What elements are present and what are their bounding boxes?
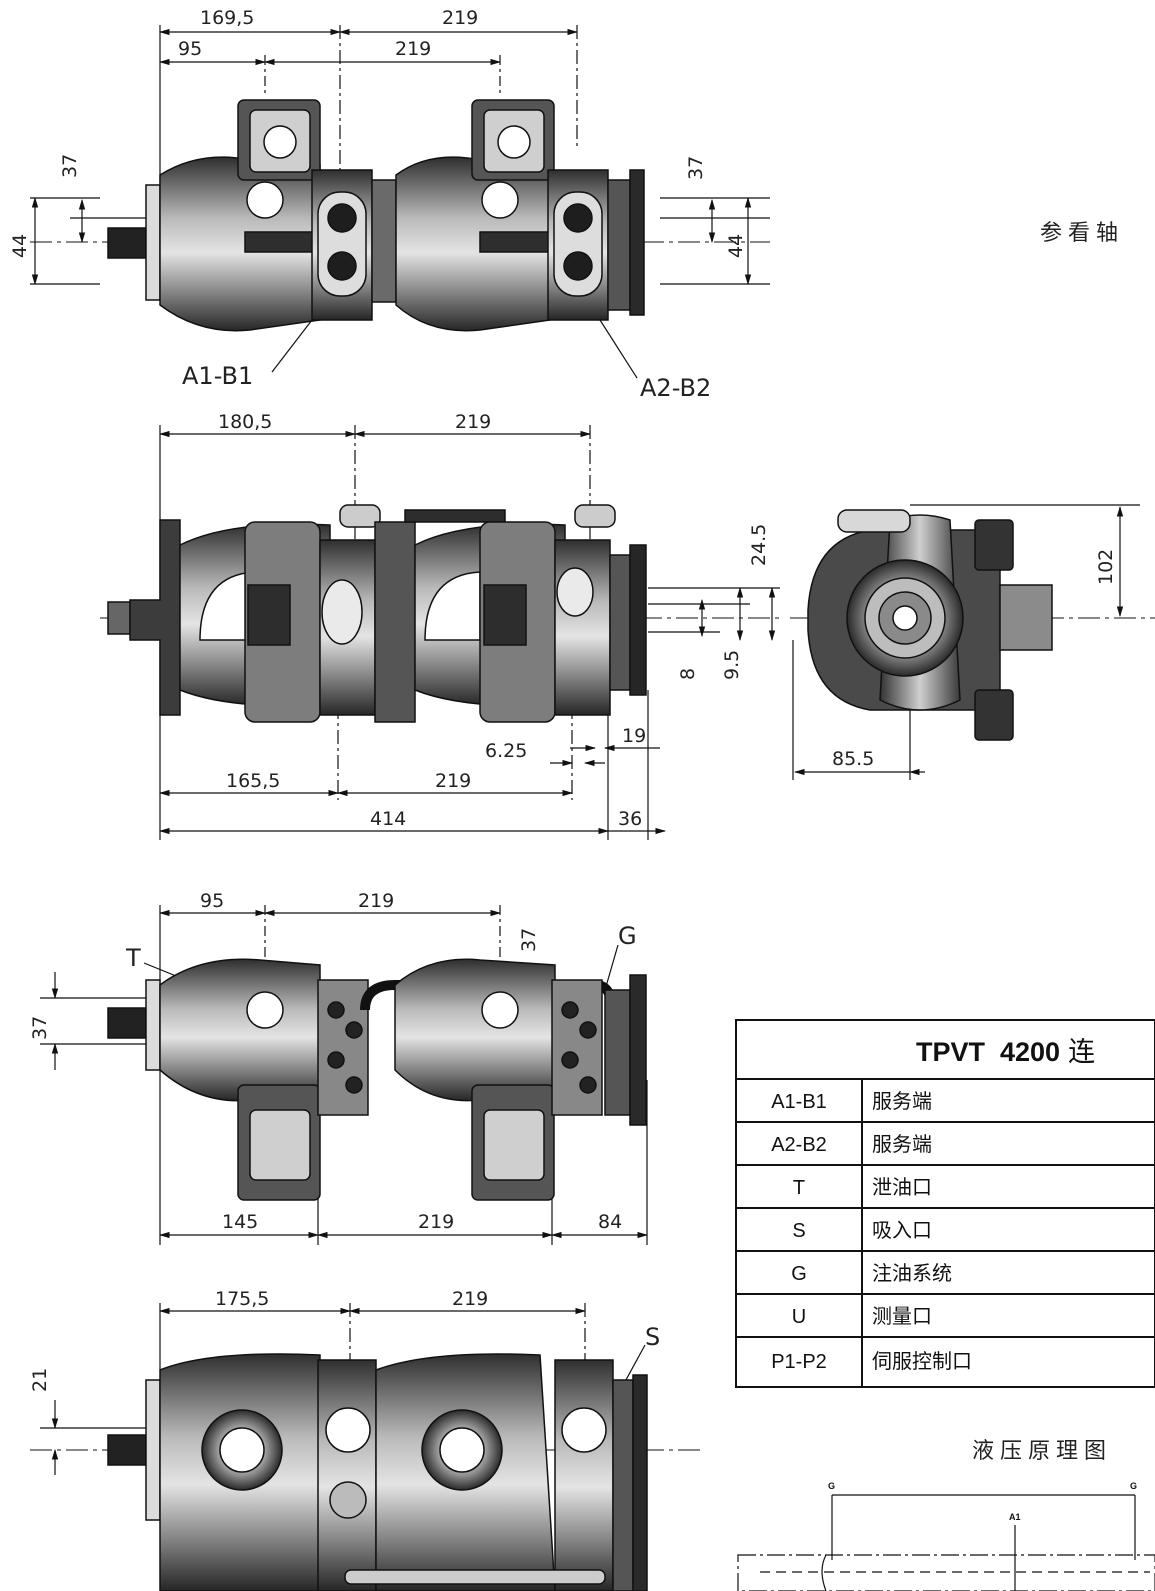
schematic-label-a1: A1 [1009,1512,1021,1522]
table-title-code: TPVT 4200 [916,1037,1060,1067]
bottom-view-labels: 95 219 37 37 145 219 84 T G [29,890,637,1233]
callout-a2-b2: A2-B2 [640,374,711,402]
section-view-labels: 175,5 219 21 S [29,1288,660,1392]
section-view-body [107,1353,648,1591]
dim-169-5: 169,5 [200,7,254,29]
hydraulic-schematic: 液压原理图 G A1 G [737,1439,1155,1591]
table-cell-desc: 伺服控制口 [872,1350,972,1373]
dim-219-top-2: 219 [395,38,431,60]
table-title-suffix: 连 [1068,1037,1095,1067]
port-table: TPVT 4200 连 A1-B1 服务端 A2-B2 服务端 T 泄油口 S 吸… [735,1019,1155,1388]
dim-175-5: 175,5 [215,1288,269,1310]
dim-95-top: 95 [178,38,202,60]
table-cell-code: S [792,1220,805,1242]
dim-180-5: 180,5 [218,411,272,433]
dim-145: 145 [222,1211,258,1233]
table-cell-desc: 服务端 [872,1090,932,1113]
dim-37-bottom-left: 37 [29,1016,51,1040]
dim-19: 19 [622,725,646,747]
end-view-body [807,509,1053,741]
schematic-label-g-left: G [828,1481,835,1491]
dim-37-right: 37 [685,156,707,180]
dim-219-bottom: 219 [358,890,394,912]
table-cell-desc: 吸入口 [872,1220,932,1242]
callout-s: S [645,1323,660,1351]
dim-84: 84 [598,1211,622,1233]
end-view-labels: 102 85.5 [832,549,1117,770]
table-cell-desc: 服务端 [872,1133,932,1156]
bottom-view-body [107,958,647,1201]
callout-t: T [125,944,141,972]
dim-165-5: 165,5 [226,770,280,792]
dim-24-5: 24.5 [748,524,770,566]
dim-6-25: 6.25 [485,740,527,762]
dim-36: 36 [618,808,642,830]
schematic-title: 液压原理图 [972,1439,1112,1464]
table-cell-code: T [793,1177,805,1199]
table-cell-code: G [791,1263,807,1285]
dim-95-bottom: 95 [200,890,224,912]
table-cell-code: A1-B1 [771,1091,827,1113]
table-title: TPVT 4200 连 [916,1037,1095,1067]
dim-37-left: 37 [59,154,81,178]
dim-85-5: 85.5 [832,748,874,770]
dim-8: 8 [677,668,699,680]
dim-219-front-2: 219 [435,770,471,792]
dim-219-front: 219 [455,411,491,433]
table-cell-desc: 测量口 [872,1305,932,1328]
table-cell-desc: 注油系统 [872,1262,952,1285]
table-cell-code: P1-P2 [771,1351,827,1373]
table-cell-desc: 泄油口 [872,1176,932,1199]
dim-219-top: 219 [442,7,478,29]
dim-9-5: 9.5 [721,650,743,680]
table-cell-code: A2-B2 [771,1134,827,1156]
schematic-label-g-right: G [1130,1481,1137,1491]
callout-g: G [618,922,637,950]
table-cell-code: U [792,1306,806,1328]
dim-219-section: 219 [452,1288,488,1310]
dim-219-bottom-2: 219 [418,1211,454,1233]
shaft-reference-note: 参看轴 [1040,221,1124,246]
top-view-body [107,99,645,332]
callout-a1-b1: A1-B1 [182,362,253,390]
dim-414: 414 [370,808,406,830]
dim-44-left: 44 [9,234,31,258]
dim-21: 21 [29,1368,51,1392]
dim-102: 102 [1095,549,1117,585]
dim-44-right: 44 [725,234,747,258]
top-view-labels: 169,5 219 95 219 37 44 37 44 A1-B1 A2-B2… [9,7,1124,402]
dim-37-bottom-inner: 37 [518,928,540,952]
front-view-body [107,504,647,723]
front-view-labels: 180,5 219 24.5 8 9.5 6.25 19 165,5 219 4… [218,411,770,830]
